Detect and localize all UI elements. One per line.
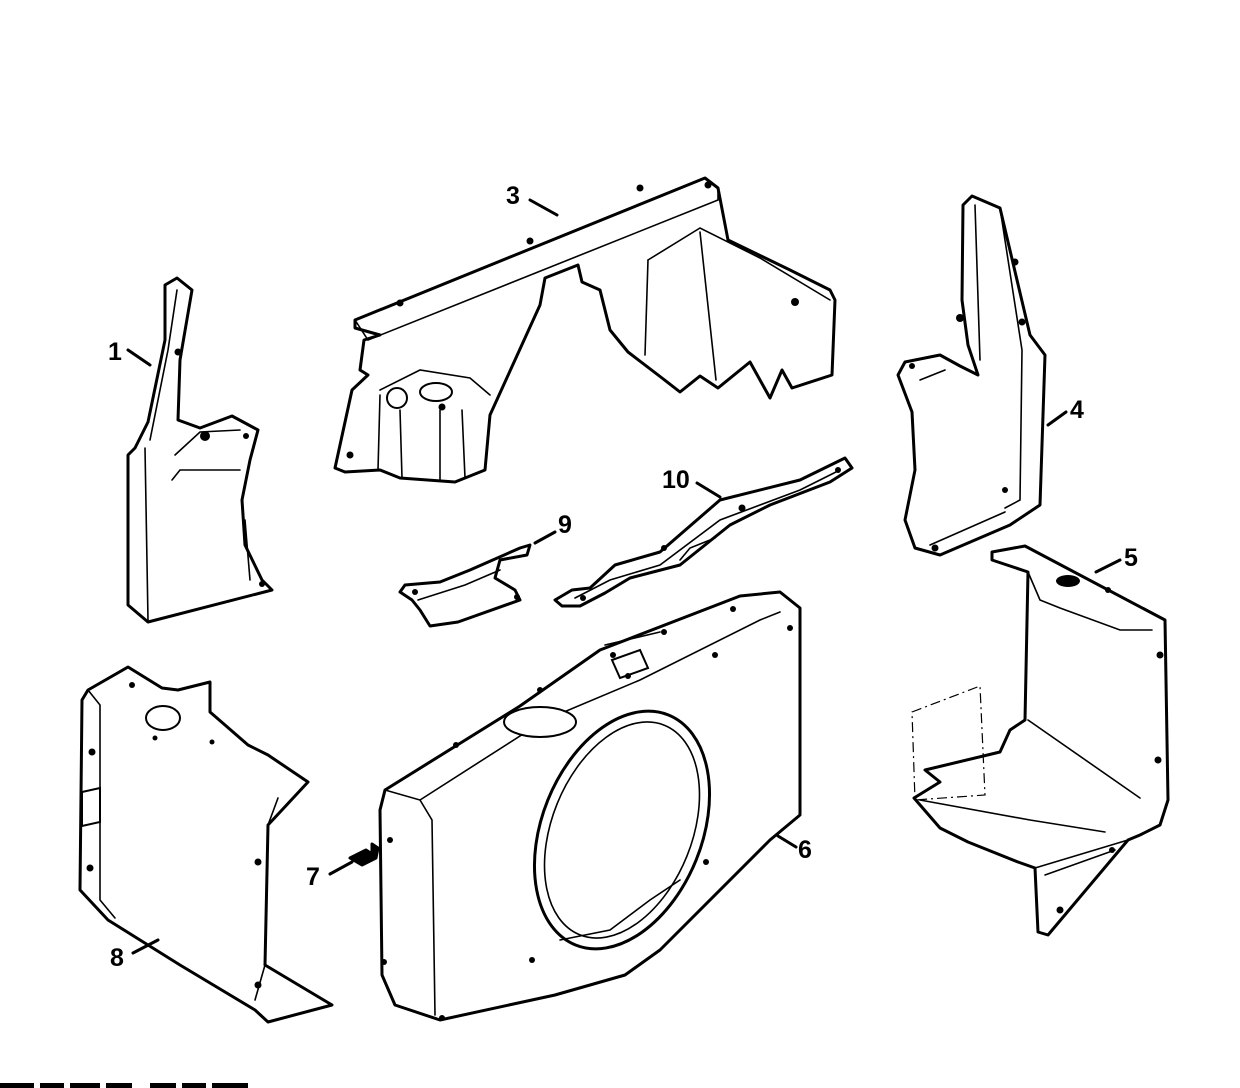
callout-5: 5 bbox=[1124, 544, 1138, 572]
callout-10: 10 bbox=[662, 466, 690, 494]
callout-3: 3 bbox=[506, 182, 520, 210]
part-6-fan-housing bbox=[378, 590, 802, 1022]
part-9-small-plate bbox=[398, 543, 532, 628]
callout-1: 1 bbox=[108, 338, 122, 366]
part-4-right-shroud bbox=[896, 194, 1047, 557]
part-7-bolt bbox=[348, 842, 380, 867]
callout-4: 4 bbox=[1070, 396, 1084, 424]
part-3-upper-baffle bbox=[333, 176, 837, 484]
part-5-lower-right-bracket bbox=[911, 544, 1170, 937]
part-8-lower-left-shroud bbox=[78, 665, 334, 1024]
part-10-long-bracket bbox=[553, 456, 854, 608]
callout-8: 8 bbox=[110, 944, 124, 972]
cropped-footer-strip bbox=[0, 1083, 248, 1088]
callout-6: 6 bbox=[798, 836, 812, 864]
part-1-left-shroud bbox=[126, 276, 274, 624]
callout-7: 7 bbox=[306, 863, 320, 891]
callout-9: 9 bbox=[558, 511, 572, 539]
